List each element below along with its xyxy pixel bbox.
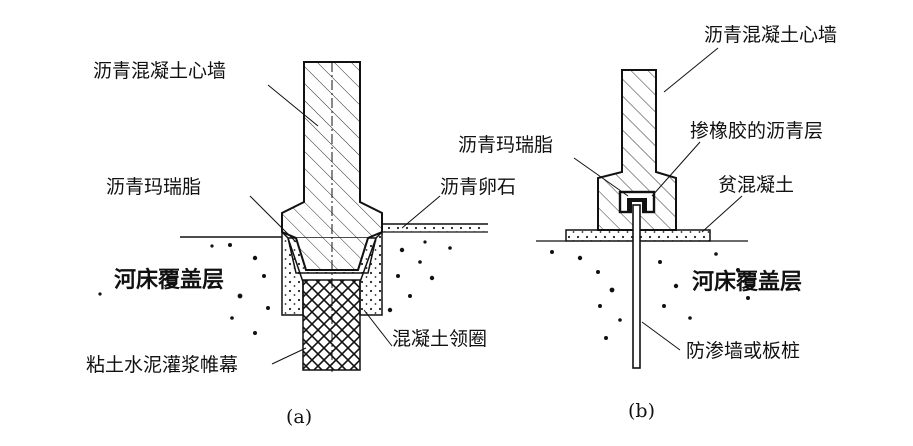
label-mastic-a: 沥青玛瑞脂 bbox=[106, 176, 202, 198]
sheet-pile-b bbox=[632, 204, 641, 369]
core-wall-b bbox=[597, 69, 677, 231]
label-mastic-b: 沥青玛瑞脂 bbox=[458, 134, 554, 156]
label-seepage-wall-b: 防渗墙或板桩 bbox=[686, 340, 801, 362]
soil-dots-b bbox=[550, 250, 750, 340]
figure-b bbox=[536, 47, 750, 369]
label-core-wall-a: 沥青混凝土心墙 bbox=[93, 60, 227, 82]
figure-a bbox=[98, 61, 488, 372]
label-core-wall-b: 沥青混凝土心墙 bbox=[704, 24, 838, 46]
label-curtain-a: 粘土水泥灌浆帷幕 bbox=[86, 354, 239, 376]
caption-a: (a) bbox=[286, 406, 313, 428]
soil-dots-right-a bbox=[387, 240, 452, 313]
label-collar-a: 混凝土领圈 bbox=[392, 328, 488, 350]
label-cover-a: 河床覆盖层 bbox=[114, 268, 225, 293]
label-rubber-layer-b: 掺橡胶的沥青层 bbox=[690, 120, 824, 142]
label-gravel-a: 沥青卵石 bbox=[440, 176, 517, 198]
soil-dots-left-a bbox=[98, 243, 270, 335]
label-lean-concrete-b: 贫混凝土 bbox=[718, 174, 795, 196]
label-cover-b: 河床覆盖层 bbox=[692, 270, 803, 295]
caption-b: (b) bbox=[628, 400, 655, 422]
